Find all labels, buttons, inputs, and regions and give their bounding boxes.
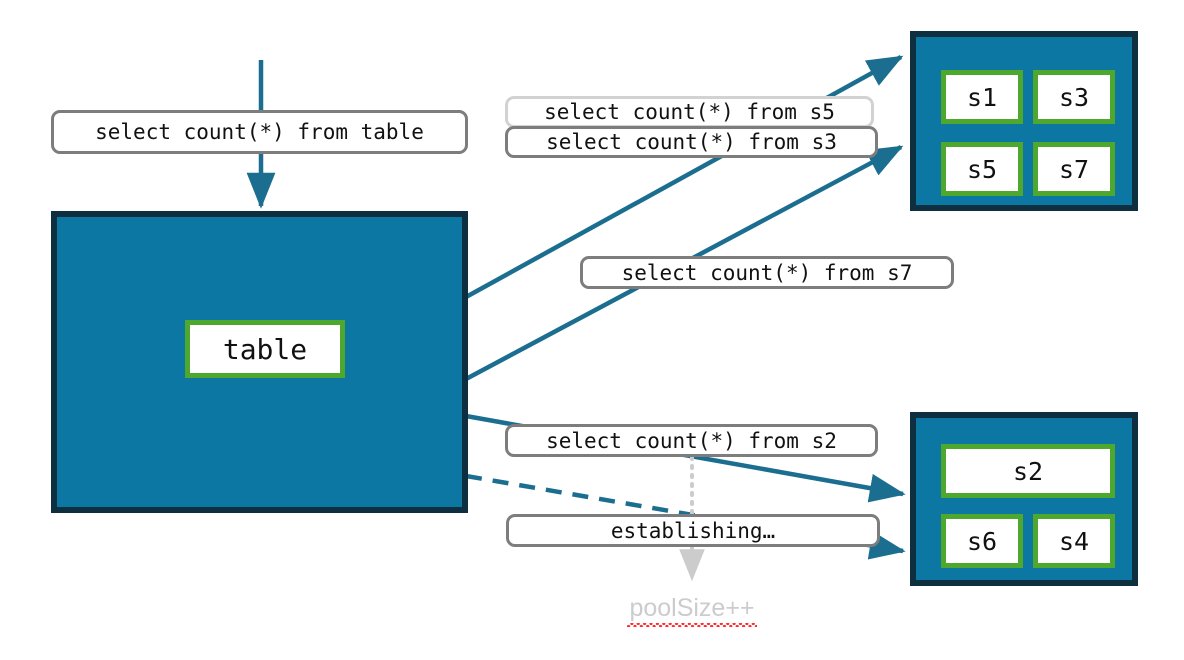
session-node-s5-label: s5 — [966, 154, 998, 184]
session-node-s3-label: s3 — [1058, 82, 1090, 112]
session-node-s4-label: s4 — [1058, 526, 1090, 556]
query-label-s2: select count(*) from s2 — [505, 424, 878, 457]
query-label-s5: select count(*) from s5 — [505, 96, 874, 128]
session-pool-bottom: s2 s6 s4 — [910, 412, 1138, 586]
query-label-s7: select count(*) from s7 — [580, 256, 954, 289]
query-label-table-text: select count(*) from table — [95, 120, 424, 144]
session-node-s7-label: s7 — [1058, 154, 1090, 184]
session-node-s7: s7 — [1033, 142, 1115, 196]
table-node: table — [185, 320, 345, 378]
query-label-s7-text: select count(*) from s7 — [621, 260, 913, 285]
query-label-establishing-text: establishing… — [610, 518, 776, 543]
query-label-s2-text: select count(*) from s2 — [546, 428, 837, 453]
session-node-s1-label: s1 — [966, 82, 998, 112]
session-node-s3: s3 — [1033, 70, 1115, 124]
session-node-s1: s1 — [941, 70, 1023, 124]
session-pool-top: s1 s3 s5 s7 — [910, 31, 1138, 211]
table-node-label: table — [222, 332, 308, 366]
query-label-s5-text: select count(*) from s5 — [544, 100, 835, 124]
poolsize-annotation-text: poolSize++ — [627, 594, 757, 627]
session-node-s6-label: s6 — [966, 526, 998, 556]
table-pool: table — [51, 211, 468, 513]
session-node-s5: s5 — [941, 142, 1023, 196]
query-label-table: select count(*) from table — [51, 110, 468, 154]
session-node-s6: s6 — [941, 514, 1023, 568]
session-node-s4: s4 — [1033, 514, 1115, 568]
query-label-s3: select count(*) from s3 — [505, 126, 878, 158]
query-label-s3-text: select count(*) from s3 — [546, 130, 837, 154]
query-label-establishing: establishing… — [506, 514, 880, 547]
poolsize-annotation: poolSize++ — [592, 594, 792, 627]
session-node-s2: s2 — [941, 444, 1115, 498]
session-node-s2-label: s2 — [1012, 456, 1044, 486]
